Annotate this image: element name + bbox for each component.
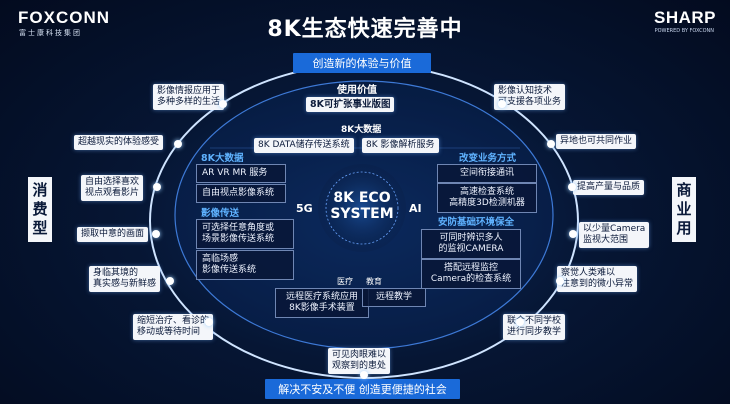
ring-dot — [498, 100, 506, 108]
platform-box: 8K可扩张事业版图 — [306, 97, 395, 112]
eco-system-title: 8K ECO SYSTEM — [322, 190, 402, 222]
ring-dot — [568, 183, 576, 191]
ring-dot — [569, 230, 577, 238]
remote-medical-item: 远程医疗系统应用 8K影像手术装置 — [275, 288, 369, 318]
storage-box: 8K DATA储存传送系统 — [254, 138, 354, 153]
eco-line-2: SYSTEM — [330, 206, 394, 222]
foxconn-logo: FOXCONN — [18, 8, 110, 27]
left-ring-item-1: 影像情报应用于 多种多样的生活 — [153, 84, 225, 110]
remote-teaching-item: 远程教学 — [362, 288, 426, 307]
right-ring-item-4: 以少量Camera 监视大范围 — [579, 222, 650, 248]
big-data-top-label: 8K大数据 — [341, 125, 382, 135]
right-ring-item-5: 察觉人类难以 注意到的微小异常 — [557, 266, 638, 292]
ring-dot — [153, 183, 161, 191]
right-ring-item-3: 提高产量与品质 — [573, 180, 645, 195]
space-comm-item: 空间衔接通讯 — [437, 164, 537, 183]
right-section-security: 安防基础环境保全 — [438, 217, 515, 228]
badge-5g: 5G — [296, 202, 313, 215]
left-section-bigdata: 8K大数据 — [201, 153, 244, 164]
right-ring-item-6: 联合不同学校 进行同步教学 — [503, 314, 566, 340]
ring-dot — [152, 230, 160, 238]
education-label: 教育 — [366, 277, 382, 286]
bottom-ring-item: 可见肉眼难以 观察到的患处 — [328, 348, 391, 374]
right-section-business: 改变业务方式 — [459, 153, 517, 164]
remote-camera-item: 搭配远程监控 Camera的检查系统 — [421, 259, 521, 289]
left-ring-item-4: 撷取中意的画面 — [77, 227, 149, 242]
ar-vr-item: AR VR MR 服务 — [196, 164, 286, 183]
ring-dot — [174, 140, 182, 148]
left-ring-item-2: 超越现实的体验感受 — [74, 135, 164, 150]
page-title: 8K生态快速完善中 — [267, 17, 463, 42]
top-banner: 创造新的体验与价值 — [293, 53, 431, 73]
globe-glow — [318, 164, 406, 252]
multi-person-camera-item: 可同时辨识多人 的监视CAMERA — [421, 229, 521, 259]
ring-dot — [360, 371, 368, 379]
ring-dot — [556, 277, 564, 285]
inspection-item: 高速检查系统 高精度3D检测机器 — [437, 183, 537, 213]
ring-dot — [219, 100, 227, 108]
immersive-item: 高临场感 影像传送系统 — [196, 250, 294, 280]
left-ring-item-3: 自由选择喜欢 视点观看影片 — [81, 175, 144, 201]
sharp-logo-subtitle: POWERED BY FOXCONN — [654, 28, 714, 34]
foxconn-logo-subtitle: 富士康科技集团 — [19, 29, 82, 37]
right-ring-item-2: 异地也可共同作业 — [556, 134, 637, 149]
use-value-label: 使用价值 — [337, 85, 377, 96]
analysis-box: 8K 影像解析服务 — [362, 138, 439, 153]
angle-select-item: 可选择任意角度或 场景影像传送系统 — [196, 219, 294, 249]
consumer-label: 消费型 — [28, 177, 52, 242]
free-view-item: 自由视点影像系统 — [196, 184, 286, 203]
sharp-logo: SHARP — [653, 8, 716, 27]
ring-dot — [516, 318, 524, 326]
ring-dot — [205, 318, 213, 326]
eco-line-1: 8K ECO — [333, 190, 391, 206]
left-ring-item-5: 身临其境的 真实感与新鲜感 — [89, 266, 161, 292]
medical-label: 医疗 — [337, 277, 353, 286]
ring-dot — [166, 277, 174, 285]
left-ring-item-6: 缩短治疗、看诊的 移动或等待时间 — [133, 314, 214, 340]
commercial-label: 商业用 — [672, 177, 696, 242]
bottom-banner: 解决不安及不便 创造更便捷的社会 — [265, 379, 460, 399]
left-section-transmission: 影像传送 — [201, 208, 240, 219]
badge-ai: AI — [409, 202, 422, 215]
right-ring-item-1: 影像认知技术 可支援各项业务 — [494, 84, 566, 110]
ring-dot — [547, 140, 555, 148]
